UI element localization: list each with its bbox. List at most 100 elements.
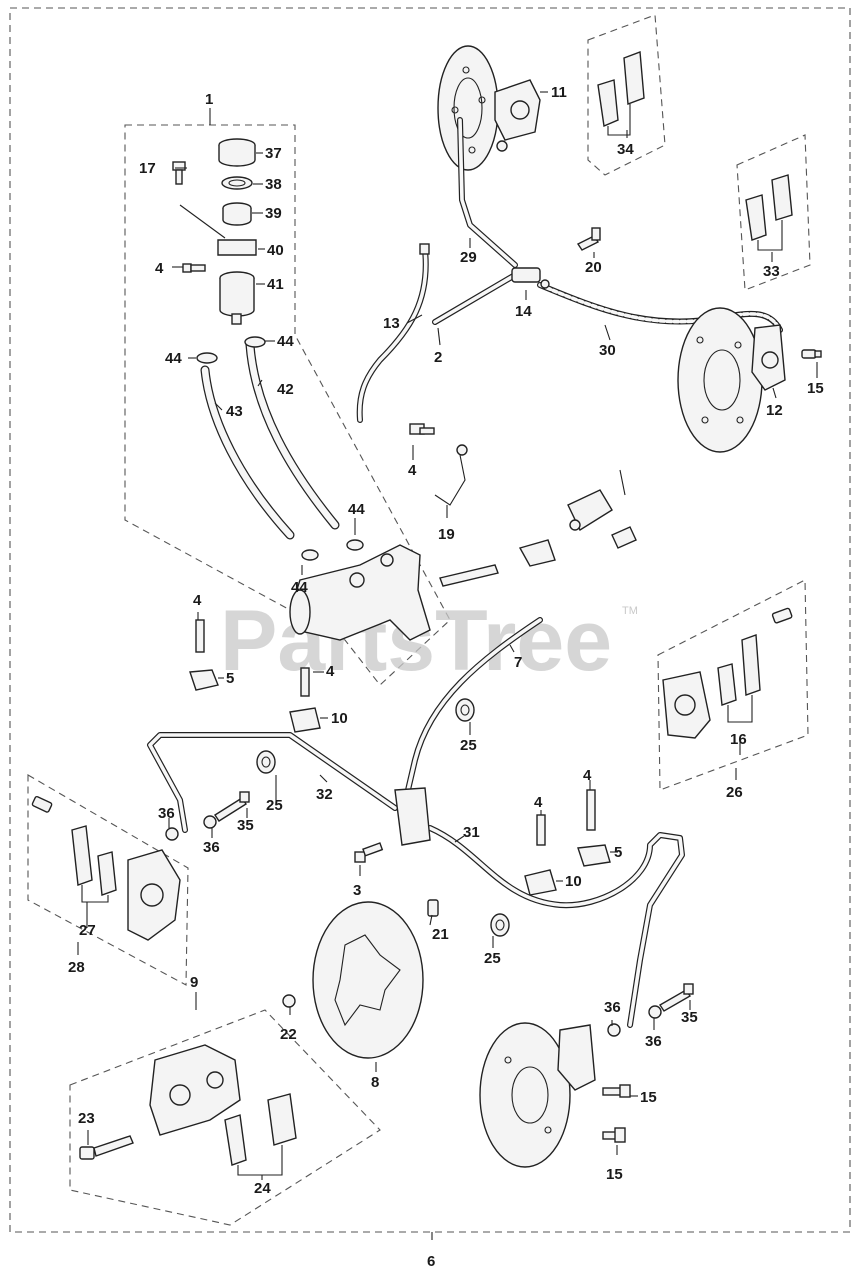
washer-36-c: [607, 1023, 621, 1037]
clamp-5-a: [189, 669, 219, 691]
callout-5-a: 5: [226, 670, 234, 687]
callout-28: 28: [68, 959, 85, 976]
pushrod: [439, 564, 499, 587]
callout-25-c: 25: [484, 950, 501, 967]
joint-14: [511, 267, 550, 289]
bolt-4-c: [195, 619, 205, 653]
brake-disc-8: [312, 901, 424, 1059]
lever-arm: [518, 539, 556, 567]
callout-44-d: 44: [291, 579, 308, 596]
bolt-4-b: [409, 423, 435, 435]
callout-25-b: 25: [266, 797, 283, 814]
caliper-9: [149, 1044, 241, 1136]
plate-39: [222, 202, 252, 226]
callout-21: 21: [432, 926, 449, 943]
rear-brake-disc-11: [437, 45, 499, 171]
cable-13: [356, 243, 430, 423]
brake-disc-lower-right: [479, 1022, 571, 1168]
callout-4-c: 4: [193, 592, 202, 609]
callout-19: 19: [438, 526, 455, 543]
callout-9: 9: [190, 974, 198, 991]
bolt-35-b: [659, 983, 694, 1012]
master-cylinder: [289, 544, 431, 641]
bolt-35-a: [214, 791, 250, 822]
callout-44-a: 44: [277, 333, 294, 350]
cap-37: [218, 138, 256, 167]
bolt-15-top: [801, 349, 822, 359]
callout-42: 42: [277, 381, 294, 398]
caliper-28: [127, 849, 181, 941]
callout-14: 14: [515, 303, 532, 320]
clamps-44: [196, 336, 364, 561]
bleeder-28: [31, 795, 53, 813]
callout-4-f: 4: [583, 767, 592, 784]
nut-22: [282, 994, 296, 1008]
callout-2: 2: [434, 349, 442, 366]
brake-pads-27: [71, 825, 117, 903]
brake-pads-34: [597, 51, 645, 136]
bolt-3: [354, 842, 384, 863]
callout-35-b: 35: [681, 1009, 698, 1026]
callout-33: 33: [763, 263, 780, 280]
callout-36-d: 36: [645, 1033, 662, 1050]
hose-42: [245, 340, 340, 530]
callout-15-a: 15: [807, 380, 824, 397]
bolt-15-low: [602, 1127, 626, 1143]
callout-6: 6: [427, 1253, 435, 1270]
brake-line-7: [405, 617, 543, 793]
callout-20: 20: [585, 259, 602, 276]
clamp-5-b: [577, 844, 611, 867]
callout-38: 38: [265, 176, 282, 193]
callout-5-b: 5: [614, 844, 622, 861]
grommet-25-a: [455, 698, 475, 722]
callout-37: 37: [265, 145, 282, 162]
callout-11: 11: [551, 84, 567, 101]
brake-pads-16: [717, 634, 761, 723]
brake-line-29: [457, 117, 518, 268]
grommet-25-b: [256, 750, 276, 774]
callout-15-c: 15: [606, 1166, 623, 1183]
watermark-trademark: TM: [622, 605, 638, 617]
callout-36-b: 36: [203, 839, 220, 856]
callout-29: 29: [460, 249, 477, 266]
grommet-25-c: [490, 913, 510, 937]
callout-26: 26: [726, 784, 743, 801]
brake-line-32: [147, 732, 398, 833]
callout-4-a: 4: [155, 260, 164, 277]
brake-pads-24: [224, 1093, 297, 1176]
stud-21: [427, 899, 439, 917]
bolt-4-a: [182, 263, 206, 273]
callout-43: 43: [226, 403, 243, 420]
callout-25-a: 25: [460, 737, 477, 754]
callout-10-b: 10: [565, 873, 582, 890]
callout-8: 8: [371, 1074, 379, 1091]
bolt-4-d: [300, 667, 310, 697]
brake-pads-33: [745, 174, 793, 251]
callout-32: 32: [316, 786, 333, 803]
clevis-pin: [611, 469, 637, 549]
callout-40: 40: [267, 242, 284, 259]
washer-36-b: [203, 815, 217, 829]
hose-43: [200, 365, 295, 540]
clamp-10-b: [524, 869, 557, 896]
callout-30: 30: [599, 342, 616, 359]
washer-36-d: [648, 1005, 662, 1019]
callout-44-b: 44: [165, 350, 182, 367]
callout-34: 34: [617, 141, 634, 158]
caliper-lower-right: [557, 1024, 596, 1091]
callout-13: 13: [383, 315, 400, 332]
bolt-23: [79, 1135, 134, 1160]
callout-15-b: 15: [640, 1089, 657, 1106]
group-9-boundary: [69, 1009, 381, 1226]
assembly-6-boundary: [9, 7, 851, 1233]
bolt-17: [172, 161, 186, 185]
callout-41: 41: [267, 276, 284, 293]
callout-27: 27: [79, 922, 96, 939]
clamp-10-a: [289, 707, 321, 733]
reservoir-41: [219, 271, 255, 325]
callout-44-c: 44: [348, 501, 365, 518]
callout-22: 22: [280, 1026, 297, 1043]
diaphragm-38: [221, 176, 253, 190]
bracket-40: [179, 204, 257, 256]
